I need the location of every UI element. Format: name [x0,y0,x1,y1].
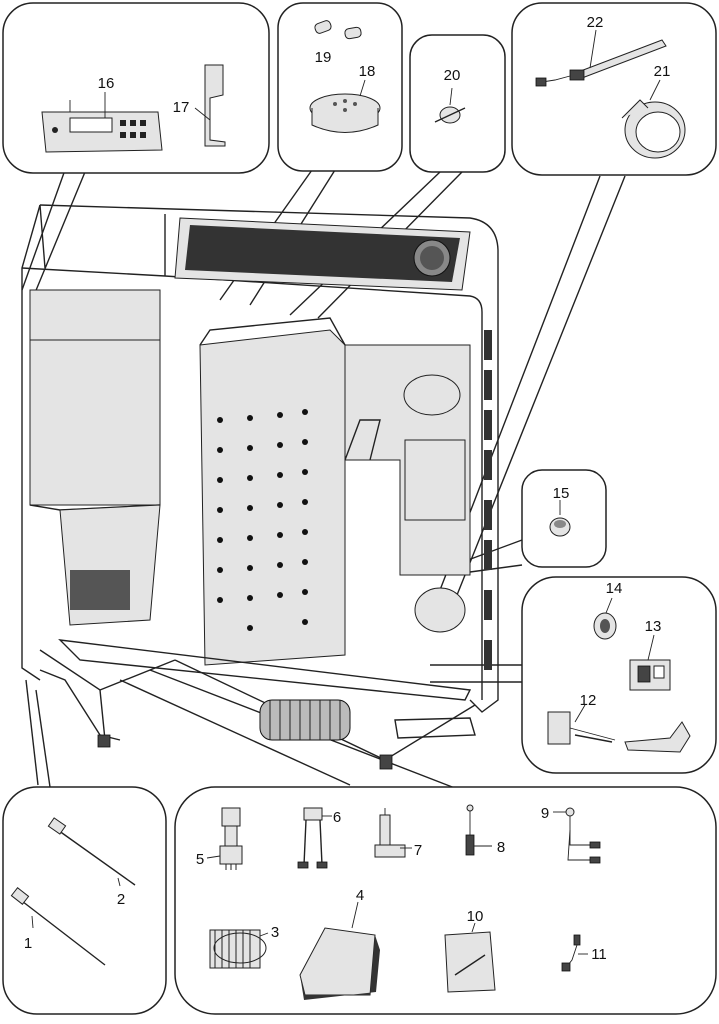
bubble-thermostat [409,34,506,173]
callout-2: 2 [117,891,125,908]
bubble-electrical [521,576,717,774]
bubble-control-panel [2,2,270,174]
callout-16: 16 [98,75,115,92]
callout-15: 15 [553,485,570,502]
callout-12: 12 [580,692,597,709]
callout-11: 11 [591,946,607,963]
callout-21: 21 [654,63,671,80]
ribbon-cable-part [204,64,226,147]
callout-14: 14 [606,580,623,597]
callout-4: 4 [356,887,364,904]
callout-9: 9 [541,805,549,822]
bubble-wiring-parts [174,786,717,1015]
callout-13: 13 [645,618,662,635]
firebox [199,329,346,666]
callout-8: 8 [497,839,505,856]
bubble-flue-parts [511,2,717,176]
callout-22: 22 [587,14,604,31]
stove-main-unit [21,204,499,770]
bubble-sensor-rods [2,786,167,1015]
callout-18: 18 [359,63,376,80]
callout-5: 5 [196,851,204,868]
callout-17: 17 [173,99,190,116]
callout-7: 7 [414,842,422,859]
bubble-pressure-switch [277,2,403,172]
bubble-grommet [521,469,607,568]
callout-labels: 1 2 3 4 5 6 7 8 9 10 11 12 13 14 15 16 1… [24,14,671,963]
callout-10: 10 [467,908,484,925]
callout-20: 20 [444,67,461,84]
callout-19: 19 [315,49,332,66]
callout-3: 3 [271,924,279,941]
callout-6: 6 [333,809,341,826]
callout-1: 1 [24,935,32,952]
